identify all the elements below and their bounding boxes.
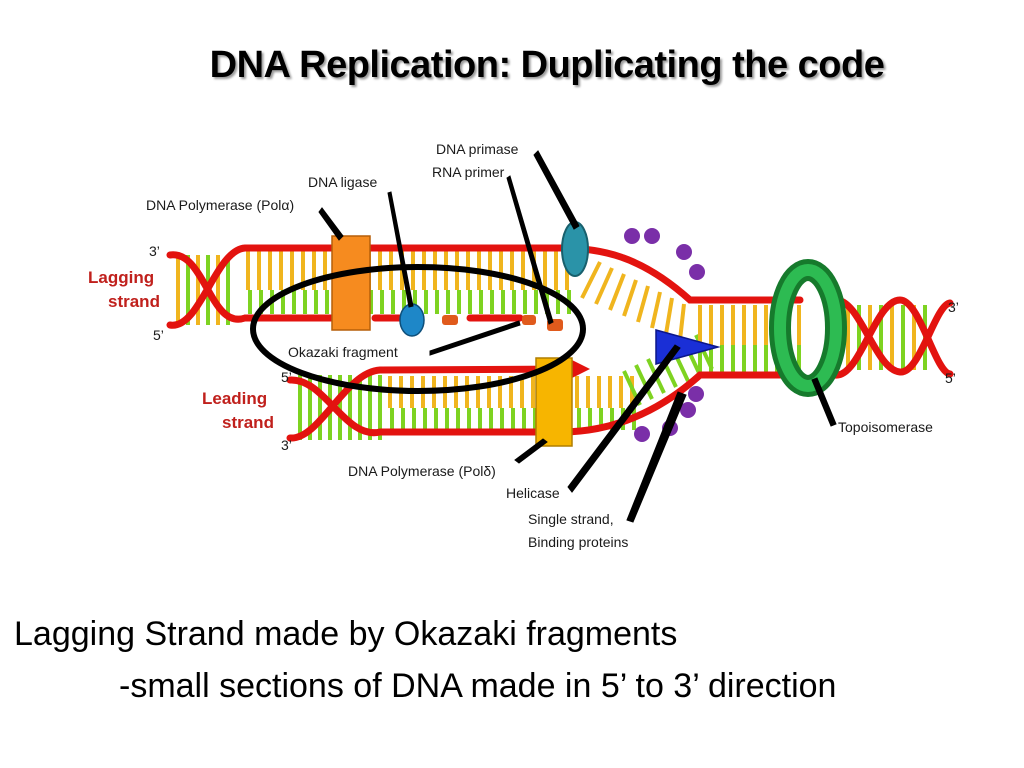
label-rna-primer: RNA primer [432, 164, 505, 180]
caption-line-2: -small sections of DNA made in 5’ to 3’ … [119, 667, 837, 705]
end-label-lagging-5prime: 5’ [153, 327, 164, 343]
pointer-pol-alpha [318, 207, 344, 241]
backbone-lagging-parent [166, 244, 804, 329]
label-helicase: Helicase [506, 485, 560, 501]
pointer-ssb [626, 391, 687, 523]
dna-primase-shape [561, 221, 589, 277]
backbone-right-helix [831, 296, 954, 376]
label-okazaki-fragment: Okazaki fragment [288, 344, 398, 360]
ssb-protein [644, 228, 660, 244]
base-pair-rung [608, 273, 626, 311]
pointer-ligase [387, 191, 414, 308]
end-label-lagging-3prime: 3’ [149, 243, 160, 259]
dna-ligase-shape [399, 303, 425, 337]
label-pol-alpha: DNA Polymerase (Polα) [146, 197, 294, 213]
end-label-right-5prime: 5’ [945, 370, 956, 386]
ssb-protein [688, 386, 704, 402]
end-label-right-3prime: 3’ [948, 299, 959, 315]
label-dna-ligase: DNA ligase [308, 174, 377, 190]
ssb-protein [634, 426, 650, 442]
label-dna-primase: DNA primase [436, 141, 519, 157]
end-label-leading-3prime: 3’ [281, 437, 292, 453]
caption: Lagging Strand made by Okazaki fragments… [14, 608, 1014, 712]
ssb-protein [689, 264, 705, 280]
ssb-protein [676, 244, 692, 260]
base-pair-rung [580, 261, 602, 299]
lagging-strand-label-2: strand [108, 292, 160, 311]
leading-strand-label-1: Leading [202, 389, 267, 408]
pointer-okazaki [429, 320, 521, 356]
pointer-topo [811, 377, 837, 427]
pointer-pol-delta [514, 438, 548, 464]
base-pair-rung [622, 279, 638, 317]
single-strand-binding-proteins [624, 228, 705, 442]
rna-primer [522, 315, 536, 325]
base-pair-rung [678, 303, 686, 341]
lagging-strand-label-1: Lagging [88, 268, 154, 287]
backbone-leading-new [286, 365, 576, 442]
okazaki-highlight-ellipse [250, 264, 586, 394]
pol-alpha-block [331, 235, 371, 331]
pointer-helicase [567, 344, 681, 493]
ssb-protein [624, 228, 640, 244]
label-topoisomerase: Topoisomerase [838, 419, 933, 435]
leading-strand-label-2: strand [222, 413, 274, 432]
end-label-leading-5prime: 5’ [281, 369, 292, 385]
base-pair-rung [594, 267, 614, 305]
pointer-rna-primer [506, 175, 554, 325]
slide-title: DNA Replication: Duplicating the code [209, 44, 885, 86]
caption-line-1: Lagging Strand made by Okazaki fragments [14, 615, 678, 653]
pointer-lines [318, 150, 837, 523]
leading-strand-arrowhead [572, 360, 590, 378]
label-ssb-line2: Binding proteins [528, 534, 628, 550]
rna-primer [442, 315, 458, 325]
ssb-protein [680, 402, 696, 418]
topoisomerase-shape [769, 259, 847, 397]
pointer-primase [533, 150, 580, 230]
base-pair-rung [636, 285, 650, 323]
base-pair-rung [664, 297, 674, 335]
base-pair-rung [634, 364, 654, 400]
backbone-right-helix [831, 296, 954, 379]
label-pol-delta: DNA Polymerase (Polδ) [348, 463, 496, 479]
base-pair-rung [650, 291, 662, 329]
backbone-lagging-new [166, 251, 339, 323]
sugar-phosphate-backbones [166, 244, 954, 442]
label-ssb-line1: Single strand, [528, 511, 614, 527]
